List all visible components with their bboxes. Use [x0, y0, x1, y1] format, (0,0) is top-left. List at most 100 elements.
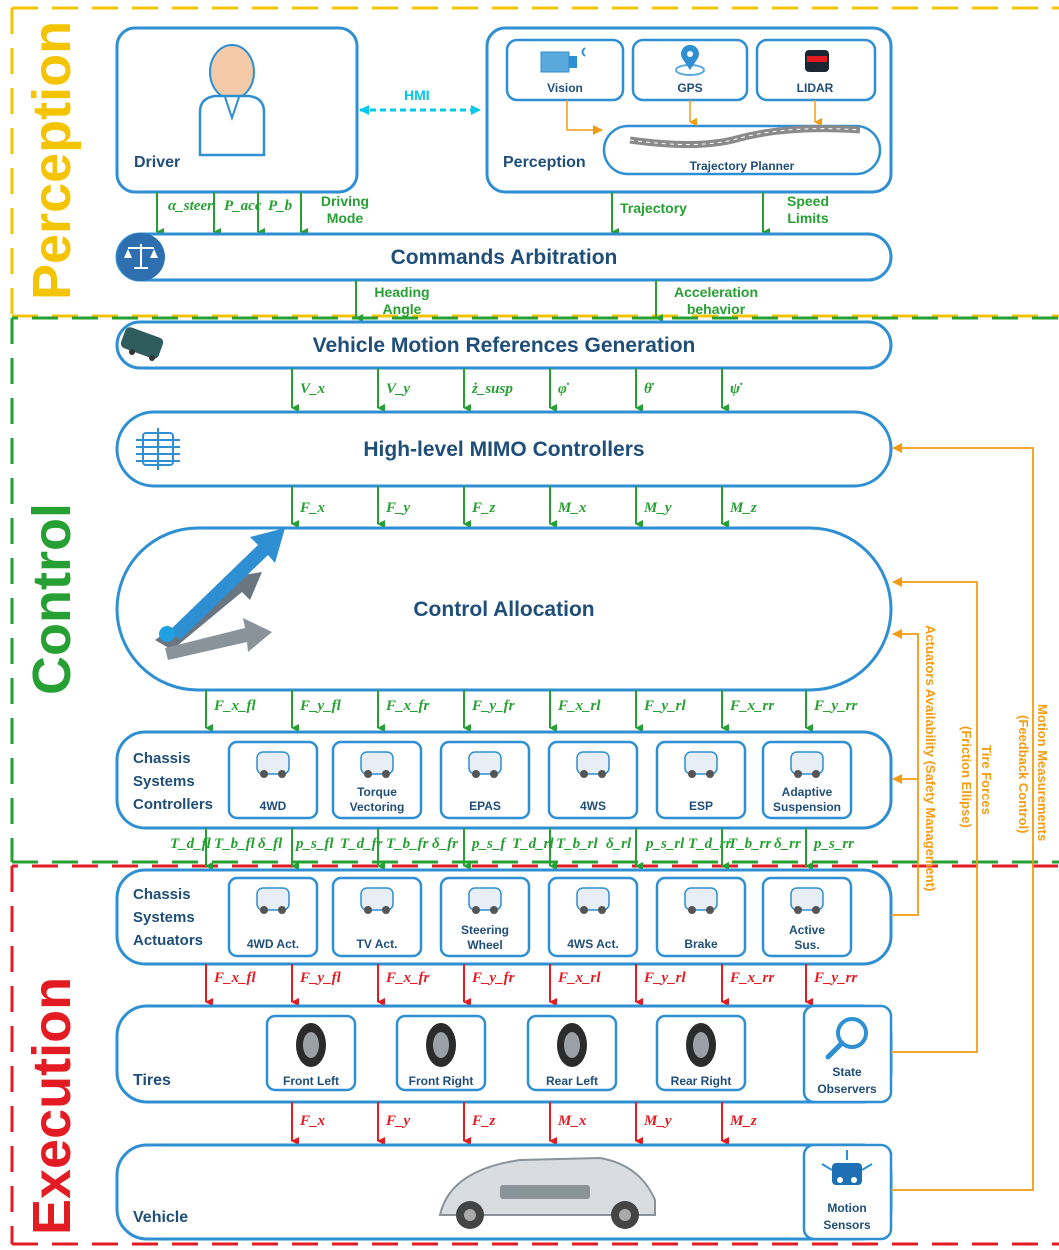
chassis-actuator-item	[331, 876, 423, 958]
signal-p-acc: P_acc	[224, 198, 262, 214]
chassis-actuator-label: Brake	[684, 937, 718, 951]
actuator-signal-label: p_s_f	[470, 836, 507, 852]
chassis-controller-wheel-icon	[580, 770, 588, 778]
reference-signal-label: V_y	[386, 381, 411, 397]
speed-limits-line1: Speed	[787, 193, 829, 209]
wheel-force-arrows	[205, 690, 813, 732]
wheel-force-signal-label: F_y_rl	[643, 698, 687, 714]
rim-icon	[433, 1032, 449, 1058]
feedback-tire-forces-line1: Tire Forces	[979, 745, 994, 815]
actuator-signal-arrows	[205, 828, 813, 870]
actuator-signal-label: δ_fl	[258, 836, 283, 852]
chassis-controller-item	[761, 740, 853, 820]
wheel-force-signal-label: F_x_fr	[385, 698, 430, 714]
chassis-controller-wheel-icon	[260, 770, 268, 778]
state-observers-line1: State	[832, 1065, 862, 1079]
actuator-signal-label: T_d_fl	[170, 836, 212, 852]
actuator-signal-label: T_d_fr	[340, 836, 383, 852]
tire-force-signal-label: F_y_fr	[471, 970, 515, 986]
wheel-force-signal-label: F_y_rr	[813, 698, 858, 714]
chassis-actuator-item	[227, 876, 319, 958]
allocation-arrows-icon	[155, 528, 285, 660]
chassis-controllers-label-3: Controllers	[133, 796, 213, 813]
mimo-box	[115, 410, 893, 488]
perception-label: Perception	[503, 154, 586, 171]
chassis-actuators-label-3: Actuators	[133, 932, 203, 949]
chip-icon	[136, 428, 180, 470]
actuator-signal-label: T_b_rr	[728, 836, 772, 852]
actuator-signal-label: δ_fr	[432, 836, 458, 852]
commands-arbitration-title: Commands Arbitration	[391, 246, 618, 269]
tire-label: Front Left	[283, 1074, 339, 1088]
reference-signal-arrows	[291, 368, 729, 412]
chassis-controller-item	[331, 740, 423, 820]
tire-force-signal-label: F_y_rl	[643, 970, 687, 986]
wheel-force-signal-label: F_x_rr	[729, 698, 774, 714]
wheel-force-signal-label: F_x_rl	[557, 698, 601, 714]
tire-force-arrows	[205, 964, 813, 1006]
chassis-actuator-wheel-icon	[812, 906, 820, 914]
vehicle-force-arrows	[291, 1102, 729, 1145]
state-observers-box	[802, 1004, 893, 1104]
motion-sensors-box	[802, 1143, 893, 1241]
chassis-controller-wheel-icon	[364, 770, 372, 778]
chassis-actuator-icon	[684, 887, 718, 911]
chassis-controller-wheel-icon	[278, 770, 286, 778]
chassis-actuator-label: 4WS Act.	[567, 937, 619, 951]
mimo-title: High-level MIMO Controllers	[363, 438, 644, 461]
accel-behavior-line1: Acceleration	[674, 284, 758, 300]
chassis-controller-wheel-icon	[794, 770, 802, 778]
camera-icon	[540, 47, 586, 73]
scale-icon	[117, 233, 165, 281]
chassis-actuator-item	[439, 876, 531, 958]
force-signal-label: M_z	[729, 500, 757, 516]
vehicle-force-signal-label: F_y	[385, 1113, 411, 1129]
actuator-signal-label: p_s_rr	[812, 836, 854, 852]
section-frames	[10, 6, 1059, 1246]
feedback-tire-forces-line2: (Friction Ellipse)	[959, 726, 974, 828]
imu-sensor-icon	[821, 1150, 873, 1185]
wheel-force-signal-label: F_y_fr	[471, 698, 515, 714]
chassis-actuator-wheel-icon	[364, 906, 372, 914]
actuator-signal-label: δ_rl	[606, 836, 632, 852]
tire-label: Rear Right	[671, 1074, 732, 1088]
actuator-signal-label: T_d_rr	[688, 836, 732, 852]
magnifier-icon	[825, 1017, 868, 1060]
motion-references-title: Vehicle Motion References Generation	[313, 334, 696, 357]
vehicle-force-signal-label: M_y	[643, 1113, 672, 1129]
chassis-actuator-icon	[790, 887, 824, 911]
vision-to-planner-arrow	[566, 100, 603, 135]
chassis-controller-label: Vectoring	[350, 800, 405, 814]
heading-angle-line1: Heading	[374, 284, 429, 300]
rim-icon	[564, 1032, 580, 1058]
motion-sensors-line1: Motion	[827, 1201, 866, 1215]
chassis-actuator-wheel-icon	[688, 906, 696, 914]
section-title-perception: Perception	[22, 21, 82, 300]
chassis-actuator-item	[547, 876, 639, 958]
chassis-actuators-label-2: Systems	[133, 909, 195, 926]
force-signal-arrows	[291, 486, 729, 528]
chassis-controller-item	[439, 740, 531, 820]
chassis-controller-label: Suspension	[773, 800, 841, 814]
section-title-execution: Execution	[22, 977, 82, 1235]
force-signal-label: F_z	[471, 500, 496, 516]
trajectory-label: Trajectory	[620, 200, 687, 216]
rim-icon	[303, 1032, 319, 1058]
motion-references-box	[115, 320, 893, 370]
section-title-control: Control	[22, 503, 82, 695]
hmi-label: HMI	[404, 87, 430, 103]
driver-signal-arrows	[156, 192, 770, 236]
feedback-motion-line2: (Feedback Control)	[1016, 715, 1031, 833]
reference-signal-label: ψ̇	[730, 381, 743, 397]
driver-label: Driver	[134, 154, 180, 171]
car-model-icon	[120, 327, 164, 361]
chassis-actuator-icon	[576, 887, 610, 911]
feedback-motion-line1: Motion Measurements	[1035, 704, 1050, 841]
chassis-actuator-label: Wheel	[467, 938, 502, 952]
chassis-actuator-wheel-icon	[260, 906, 268, 914]
